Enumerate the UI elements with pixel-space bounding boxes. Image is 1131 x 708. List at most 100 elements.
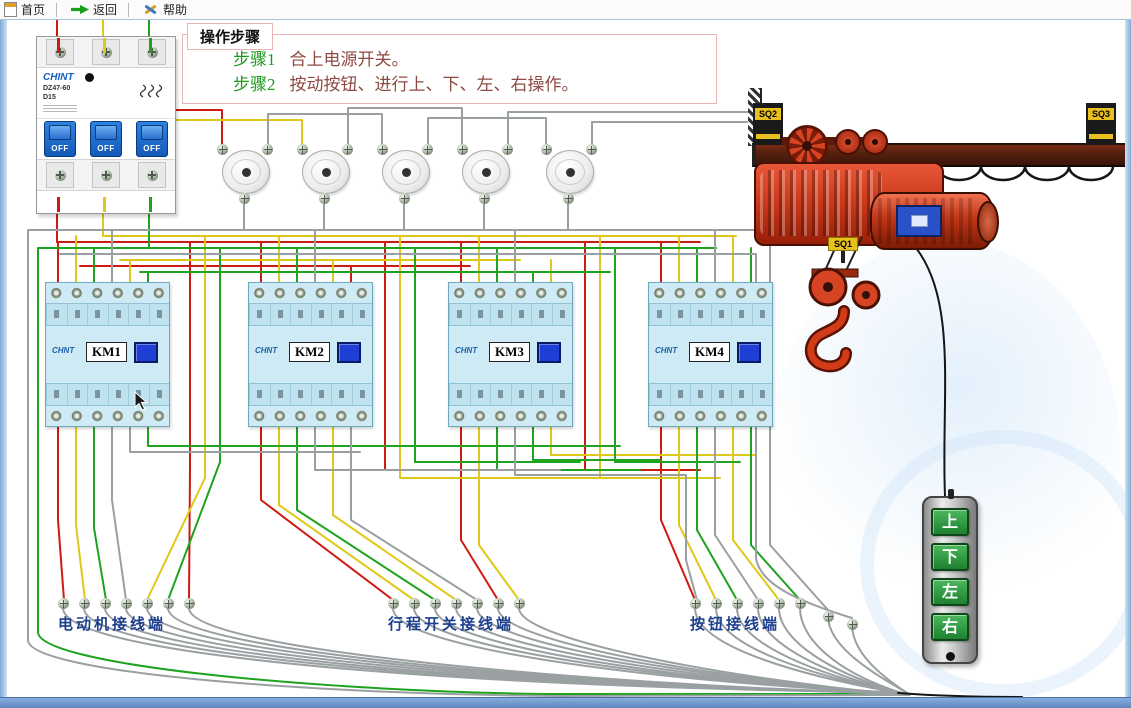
screw-icon[interactable] <box>502 144 513 155</box>
terminal-screw[interactable] <box>823 611 834 622</box>
screw-icon[interactable] <box>217 144 228 155</box>
contactor-km2[interactable]: CHNT KM2 <box>248 282 373 427</box>
breaker-terminal[interactable] <box>92 162 120 188</box>
brand-logo-icon <box>85 73 94 82</box>
hook-pulley-rig <box>805 236 881 373</box>
breaker-switch[interactable]: OFF <box>44 121 76 157</box>
terminal-screw[interactable] <box>753 598 764 609</box>
terminal-screw[interactable] <box>795 598 806 609</box>
porcelain-terminal[interactable] <box>541 142 597 204</box>
help-button[interactable]: 帮助 <box>139 1 191 18</box>
terminal-screw[interactable] <box>472 598 483 609</box>
terminal-screw[interactable] <box>163 598 174 609</box>
contactor-test-button[interactable] <box>737 342 761 363</box>
breaker-nameplate: CHINT DZ47-60 D15 <box>37 68 175 119</box>
breaker-terminal[interactable] <box>92 39 120 65</box>
contactor-test-button[interactable] <box>337 342 361 363</box>
contactor-bottom-screws[interactable] <box>449 406 572 426</box>
terminal-screw[interactable] <box>774 598 785 609</box>
terminal-screw[interactable] <box>514 598 525 609</box>
screw-icon[interactable] <box>457 144 468 155</box>
terminal-screw[interactable] <box>58 598 69 609</box>
terminal-screw[interactable] <box>430 598 441 609</box>
screw-icon[interactable] <box>422 144 433 155</box>
step-number: 步骤1 <box>233 50 276 69</box>
limit-switch-sq2: SQ2 <box>753 103 783 145</box>
back-button[interactable]: 返回 <box>67 1 121 18</box>
breaker-terminal[interactable] <box>138 162 166 188</box>
breaker-switch[interactable]: OFF <box>90 121 122 157</box>
breaker-switch-row: OFF OFF OFF <box>37 119 175 159</box>
screw-icon[interactable] <box>262 144 273 155</box>
screw-icon[interactable] <box>297 144 308 155</box>
pendant-button-right[interactable]: 右 <box>931 613 969 641</box>
breaker-switch[interactable]: OFF <box>136 121 168 157</box>
screw-icon[interactable] <box>563 193 574 204</box>
terminal-screw[interactable] <box>493 598 504 609</box>
contactor-top-screws[interactable] <box>449 283 572 303</box>
terminal-strip-limit-switch: 行程开关接线端 <box>388 598 525 634</box>
breaker-terminal[interactable] <box>46 39 74 65</box>
home-button[interactable]: 首页 <box>0 1 49 18</box>
terminal-screw-row <box>388 598 525 609</box>
contactor-test-button[interactable] <box>134 342 158 363</box>
terminal-screw[interactable] <box>409 598 420 609</box>
contactor-bottom-screws[interactable] <box>46 406 169 426</box>
contactor-label: KM4 <box>689 342 730 362</box>
contactor-bottom-slots <box>449 383 572 406</box>
contactor-brand: CHNT <box>655 346 678 355</box>
contactor-body: CHNT KM3 <box>449 326 572 383</box>
contactor-body: CHNT KM4 <box>649 326 772 383</box>
pendant-button-up[interactable]: 上 <box>931 508 969 536</box>
terminal-screw[interactable] <box>79 598 90 609</box>
home-icon <box>4 2 17 17</box>
terminal-screw[interactable] <box>711 598 722 609</box>
contactor-bottom-screws[interactable] <box>649 406 772 426</box>
screw-icon[interactable] <box>399 193 410 204</box>
pendant-button-left[interactable]: 左 <box>931 578 969 606</box>
step-text: 合上电源开关。 <box>289 50 409 69</box>
screw-icon[interactable] <box>479 193 490 204</box>
contactor-test-button[interactable] <box>537 342 561 363</box>
screw-icon[interactable] <box>239 193 250 204</box>
terminal-screw[interactable] <box>388 598 399 609</box>
sq1-label: SQ1 <box>828 237 858 251</box>
window-frame-bottom <box>0 697 1131 708</box>
breaker-terminal[interactable] <box>46 162 74 188</box>
contactor-km3[interactable]: CHNT KM3 <box>448 282 573 427</box>
screw-icon[interactable] <box>319 193 330 204</box>
contactor-bottom-screws[interactable] <box>249 406 372 426</box>
screw-icon[interactable] <box>342 144 353 155</box>
terminal-screw[interactable] <box>847 619 858 630</box>
screw-icon <box>54 169 66 181</box>
terminal-screw[interactable] <box>100 598 111 609</box>
contactor-top-screws[interactable] <box>649 283 772 303</box>
terminal-strip-label: 电动机接线端 <box>58 617 167 633</box>
porcelain-terminal[interactable] <box>377 142 433 204</box>
terminal-screw-row <box>690 598 806 609</box>
terminal-screw[interactable] <box>451 598 462 609</box>
porcelain-terminal[interactable] <box>457 142 513 204</box>
contactor-top-screws[interactable] <box>249 283 372 303</box>
contactor-km4[interactable]: CHNT KM4 <box>648 282 773 427</box>
terminal-screw[interactable] <box>142 598 153 609</box>
terminal-screw[interactable] <box>732 598 743 609</box>
terminal-screw[interactable] <box>690 598 701 609</box>
screw-icon[interactable] <box>586 144 597 155</box>
porcelain-terminal[interactable] <box>217 142 273 204</box>
contactor-top-screws[interactable] <box>46 283 169 303</box>
screw-icon[interactable] <box>541 144 552 155</box>
screw-icon[interactable] <box>377 144 388 155</box>
terminal-screw[interactable] <box>121 598 132 609</box>
terminal-screw[interactable] <box>184 598 195 609</box>
pendant-button-down[interactable]: 下 <box>931 543 969 571</box>
porcelain-terminal[interactable] <box>297 142 353 204</box>
breaker-switch-label: OFF <box>97 144 115 153</box>
porcelain-terminal-body <box>462 150 510 194</box>
contactor-top-slots <box>249 303 372 326</box>
porcelain-terminal-body <box>222 150 270 194</box>
contactor-km1[interactable]: CHNT KM1 <box>45 282 170 427</box>
breaker-terminal[interactable] <box>138 39 166 65</box>
circuit-breaker[interactable]: CHINT DZ47-60 D15 OFF OFF OFF <box>36 36 176 214</box>
